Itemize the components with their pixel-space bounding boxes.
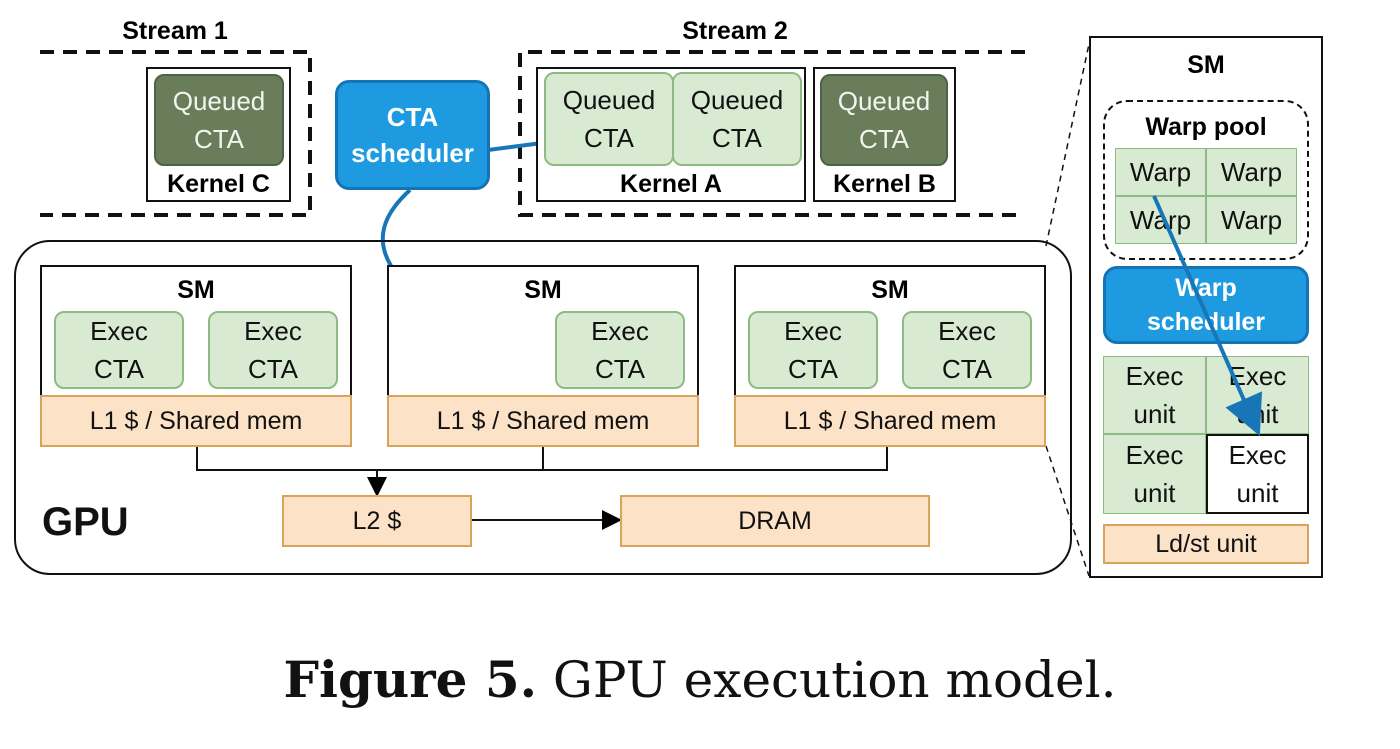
exec-line2: CTA (594, 354, 646, 384)
queued-line2: CTA (858, 124, 910, 154)
sm-1: SM Exec CTA Exec CTA L1 $ / Shared mem (40, 265, 352, 447)
warp-cell: Warp (1206, 196, 1297, 244)
sm-2: SM Exec CTA L1 $ / Shared mem (387, 265, 699, 447)
stream2-boundary (518, 50, 1025, 217)
sm-detail-panel: SM Warp pool Warp Warp Warp Warp Warp sc… (1089, 36, 1323, 578)
stream1-label: Stream 1 (122, 16, 228, 45)
exec-unit-line2: unit (1133, 399, 1176, 429)
warp-dispatch-arrow-top (1152, 195, 1263, 436)
kernel-b-box: Queued CTA Kernel B (813, 67, 956, 202)
warp-pool-label: Warp pool (1145, 112, 1267, 141)
l1-shared-mem: L1 $ / Shared mem (387, 395, 699, 447)
sm-label: SM (524, 275, 562, 304)
caption-label: Figure 5. (283, 650, 538, 709)
exec-cta: Exec CTA (208, 311, 338, 389)
scheduler-to-kernel-a (487, 141, 543, 152)
sm-label: SM (177, 275, 215, 304)
exec-line2: CTA (93, 354, 145, 384)
gpu-label: GPU (42, 500, 129, 544)
sm-detail-title: SM (1187, 50, 1225, 79)
exec-unit-line1: Exec (1228, 440, 1287, 470)
zoom-line-bottom (1045, 445, 1090, 577)
kernel-c-box: Queued CTA Kernel C (146, 67, 291, 202)
l1-shared-mem: L1 $ / Shared mem (40, 395, 352, 447)
exec-unit: Exec unit (1103, 434, 1206, 514)
exec-unit-line1: Exec (1125, 361, 1184, 391)
queued-cta-a1: Queued CTA (544, 72, 674, 166)
exec-line1: Exec (591, 316, 649, 346)
queued-cta-a2: Queued CTA (672, 72, 802, 166)
l1-shared-mem: L1 $ / Shared mem (734, 395, 1046, 447)
queued-line1: Queued (172, 86, 266, 116)
queued-cta-c: Queued CTA (154, 74, 284, 166)
kernel-b-label: Kernel B (833, 169, 936, 198)
exec-cta: Exec CTA (902, 311, 1032, 389)
exec-line1: Exec (784, 316, 842, 346)
l1-bus (196, 446, 888, 471)
exec-unit-line1: Exec (1125, 440, 1184, 470)
sm-label: SM (871, 275, 909, 304)
cta-scheduler-line2: scheduler (351, 138, 474, 168)
exec-line2: CTA (941, 354, 993, 384)
cta-scheduler-line1: CTA (386, 102, 439, 132)
exec-line1: Exec (244, 316, 302, 346)
queued-cta-b: Queued CTA (820, 74, 948, 166)
exec-cta: Exec CTA (555, 311, 685, 389)
dram: DRAM (620, 495, 930, 547)
warp-pool: Warp pool (1103, 100, 1309, 260)
queued-line2: CTA (583, 123, 635, 153)
warp-grid: Warp Warp Warp Warp (1115, 148, 1297, 244)
queued-line1: Queued (690, 85, 784, 115)
exec-line2: CTA (247, 354, 299, 384)
figure-caption: Figure 5. GPU execution model. (0, 650, 1400, 709)
warp-scheduler: Warp scheduler (1103, 266, 1309, 344)
cta-scheduler: CTA scheduler (335, 80, 490, 190)
queued-line2: CTA (193, 124, 245, 154)
queued-line2: CTA (711, 123, 763, 153)
exec-cta: Exec CTA (748, 311, 878, 389)
exec-line1: Exec (938, 316, 996, 346)
stream2-label: Stream 2 (682, 16, 788, 45)
zoom-line-top (1045, 43, 1090, 247)
exec-unit-active: Exec unit (1206, 434, 1309, 514)
queued-line1: Queued (562, 85, 656, 115)
exec-unit-line2: unit (1236, 478, 1279, 508)
exec-unit-line2: unit (1133, 478, 1176, 508)
kernel-a-label: Kernel A (620, 169, 722, 198)
l2-cache: L2 $ (282, 495, 472, 547)
kernel-a-box: Queued CTA Queued CTA Kernel A (536, 67, 806, 202)
sm-3: SM Exec CTA Exec CTA L1 $ / Shared mem (734, 265, 1046, 447)
warp-cell: Warp (1206, 148, 1297, 196)
exec-unit: Exec unit (1103, 356, 1206, 434)
kernel-c-label: Kernel C (167, 169, 270, 198)
exec-line2: CTA (787, 354, 839, 384)
warp-scheduler-line1: Warp (1175, 274, 1237, 302)
exec-cta: Exec CTA (54, 311, 184, 389)
gpu-container (14, 240, 1072, 575)
warp-cell: Warp (1115, 148, 1206, 196)
stream1-boundary (40, 50, 312, 217)
exec-line1: Exec (90, 316, 148, 346)
ldst-unit: Ld/st unit (1103, 524, 1309, 564)
caption-text: GPU execution model. (537, 651, 1117, 709)
queued-line1: Queued (837, 86, 931, 116)
